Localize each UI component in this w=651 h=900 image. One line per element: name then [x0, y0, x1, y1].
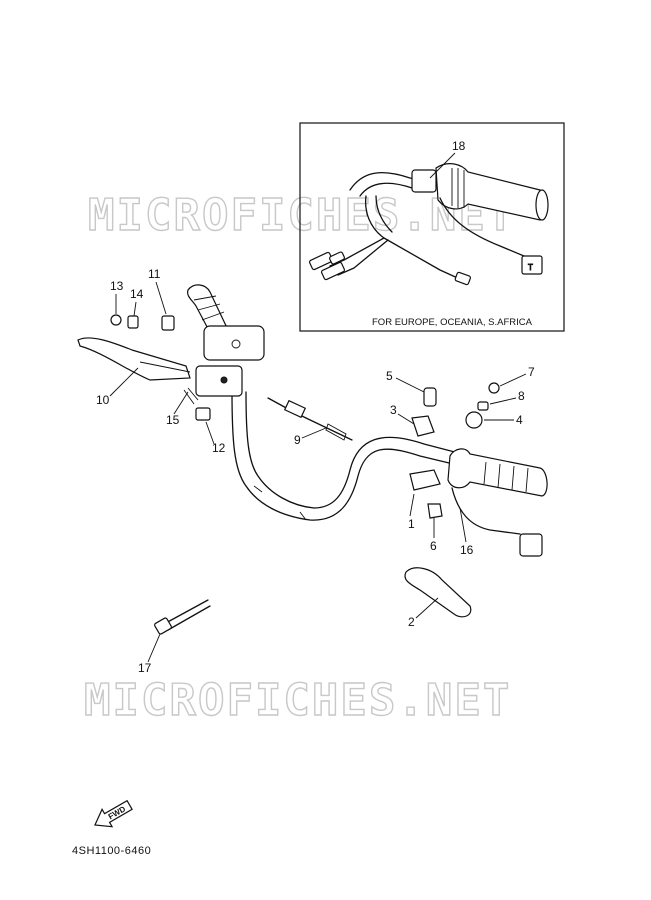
callout-9: 9: [294, 433, 301, 447]
callout-11: 11: [148, 267, 161, 281]
callout-10: 10: [96, 393, 110, 407]
callout-12: 12: [212, 441, 226, 455]
left-lever: [77, 337, 191, 381]
callouts: 1 2 3 4 5 6 7 8 9 10 11 12 13 14 15 16 1…: [96, 267, 535, 675]
cable-tie: [154, 599, 211, 635]
left-grip-assembly: [187, 284, 265, 397]
left-small-parts: [110, 314, 211, 421]
callout-6: 6: [430, 539, 437, 553]
throttle-cable: [267, 397, 353, 441]
right-lever: [404, 567, 472, 618]
callout-4: 4: [516, 413, 523, 427]
callout-7: 7: [528, 365, 535, 379]
watermark-bottom: MICROFICHES.NET: [84, 675, 511, 726]
fwd-arrow-icon: FWD: [94, 799, 133, 828]
callout-18: 18: [452, 139, 466, 153]
inset-box: T: [299, 122, 565, 332]
diagram-code: 4SH1100-6460: [72, 845, 151, 857]
svg-text:T: T: [528, 263, 533, 272]
callout-3: 3: [390, 403, 397, 417]
right-grip-assembly: [409, 382, 548, 557]
handlebar: [231, 391, 471, 521]
callout-16: 16: [460, 543, 474, 557]
callout-1: 1: [408, 517, 415, 531]
callout-2: 2: [408, 615, 415, 629]
callout-14: 14: [130, 287, 144, 301]
callout-17: 17: [138, 661, 152, 675]
callout-15: 15: [166, 413, 180, 427]
callout-5: 5: [386, 369, 393, 383]
inset-caption: FOR EUROPE, OCEANIA, S.AFRICA: [372, 317, 533, 328]
callout-8: 8: [518, 389, 525, 403]
callout-13: 13: [110, 279, 124, 293]
